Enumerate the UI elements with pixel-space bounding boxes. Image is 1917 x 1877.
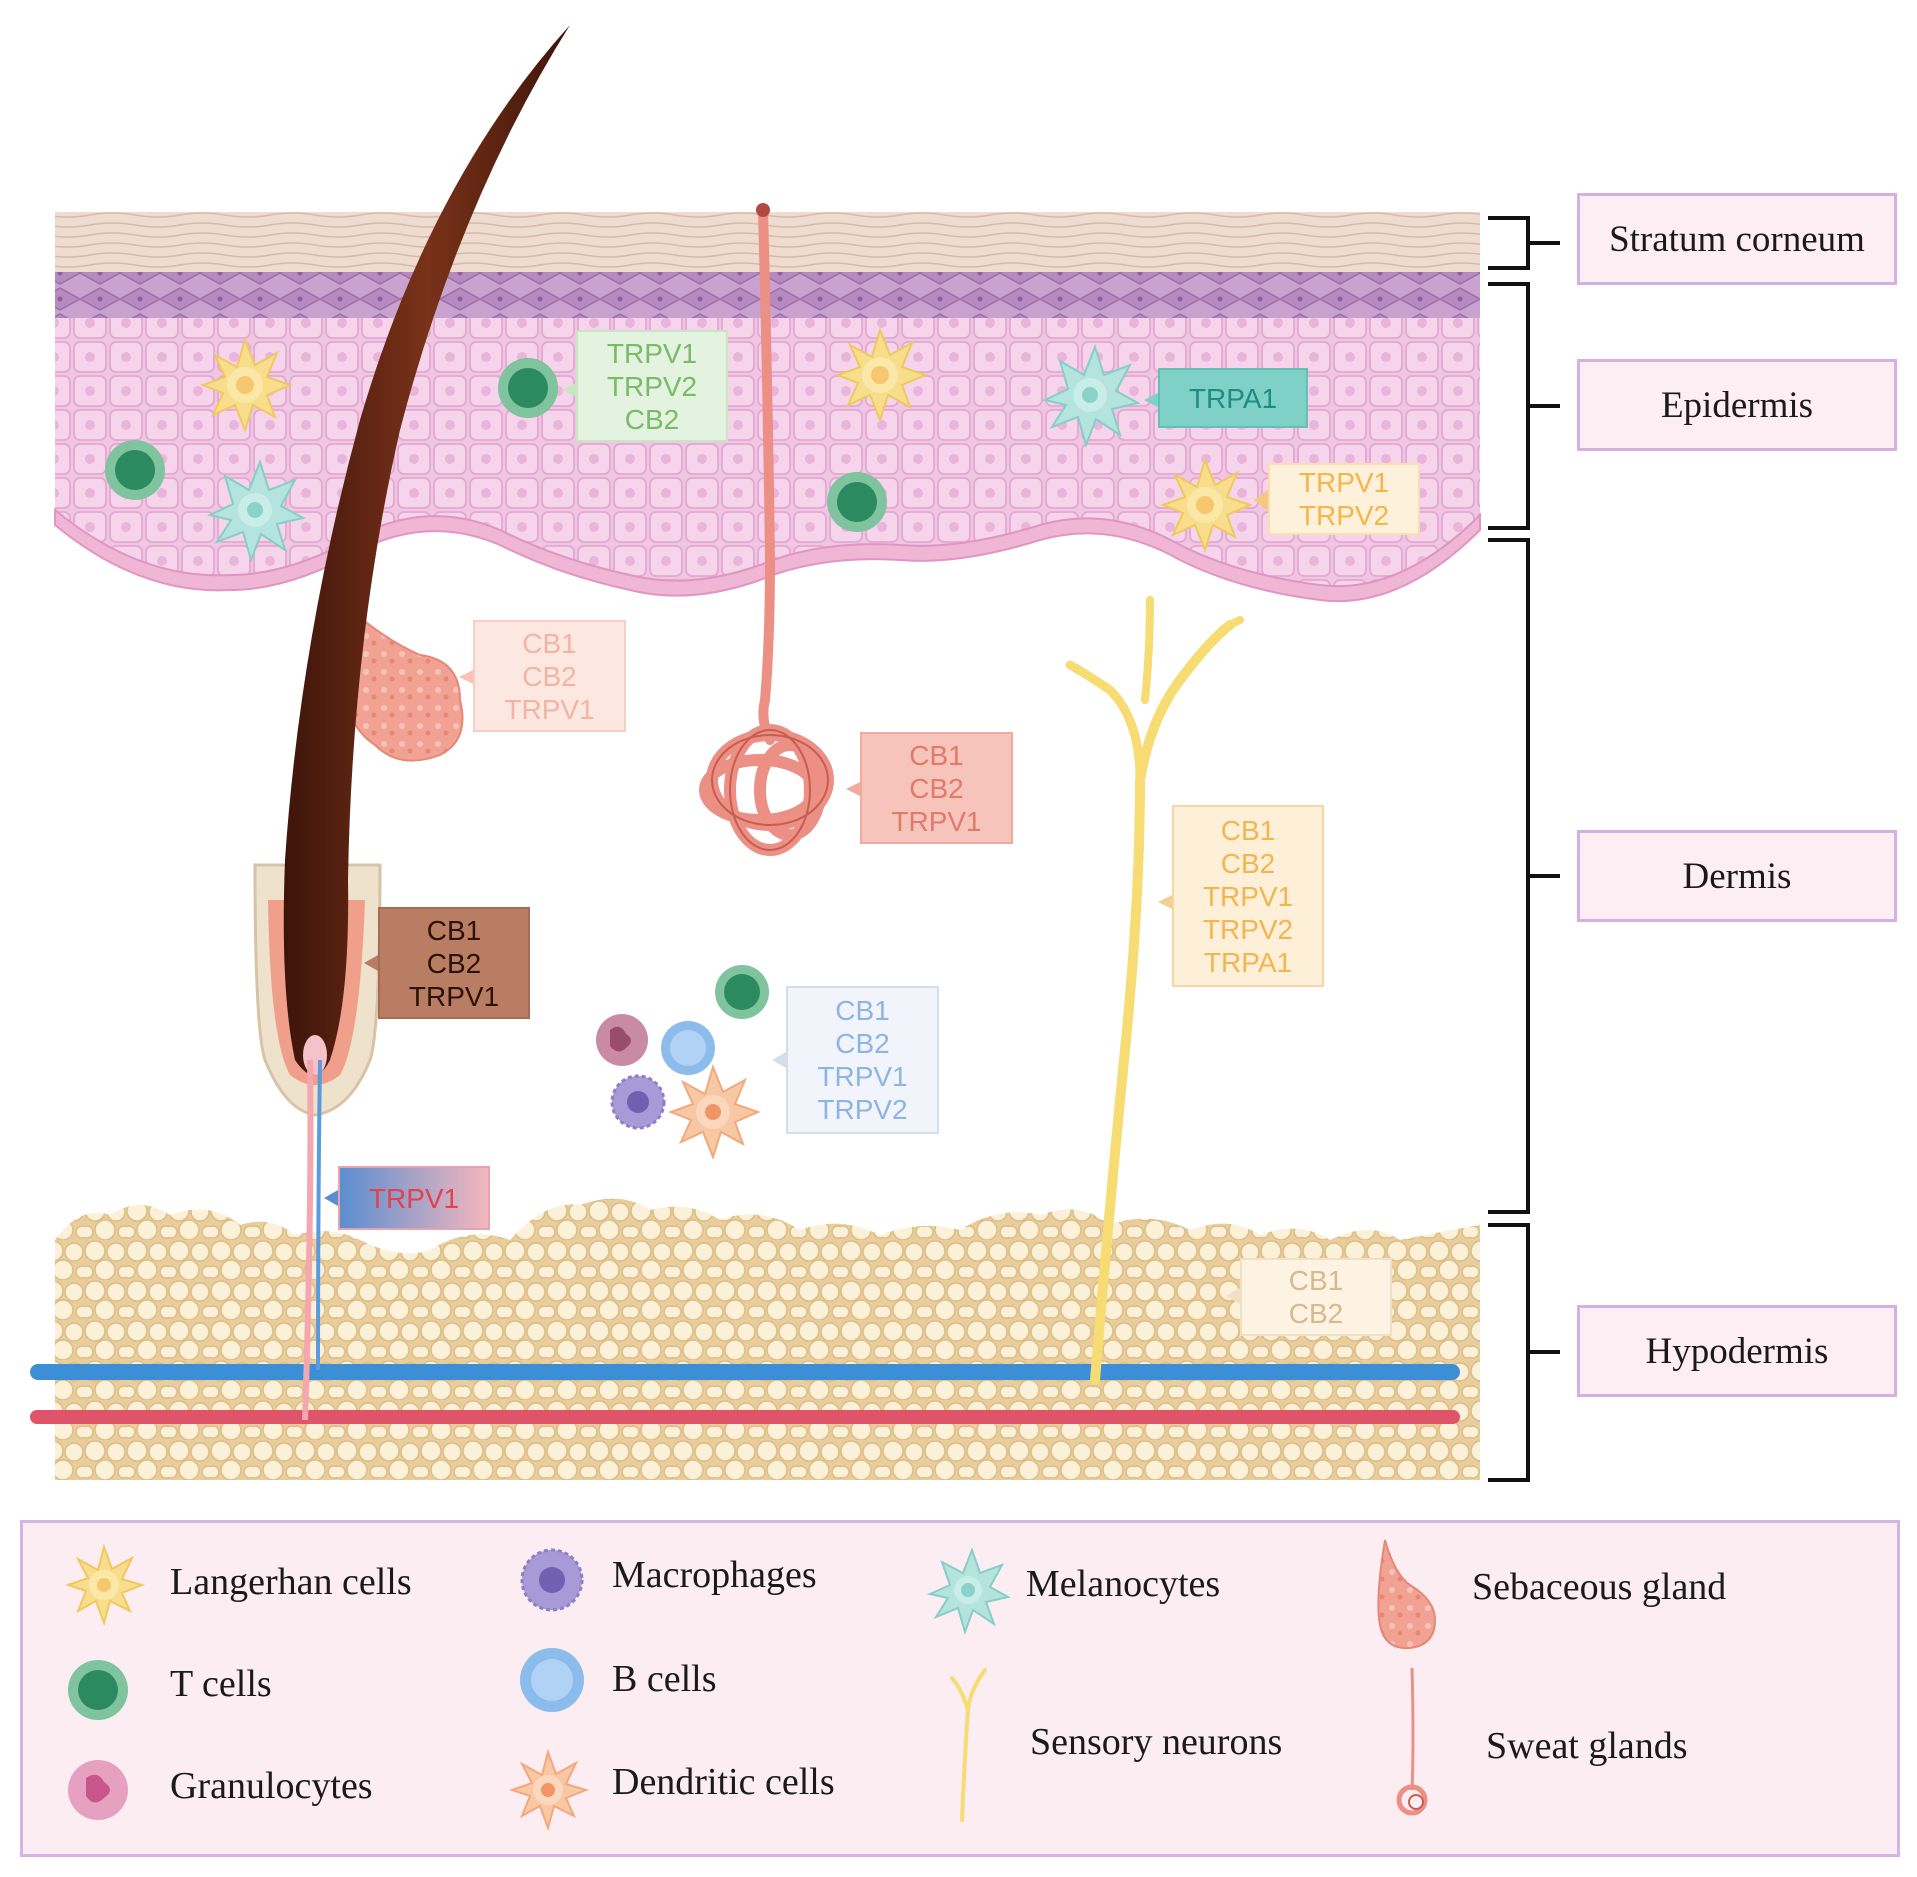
receptor-tag-adipocytes: CB1 CB2	[1240, 1258, 1392, 1336]
b-cell	[661, 1021, 715, 1075]
sensory-neuron	[1065, 596, 1244, 1385]
layer-label-hypodermis: Hypodermis	[1577, 1305, 1897, 1397]
dermal-papilla	[303, 1035, 327, 1075]
receptor-label: TRPV2	[606, 370, 698, 402]
legend-label-sweat-glands: Sweat glands	[1486, 1725, 1688, 1767]
dendritic-cell	[668, 1063, 761, 1160]
legend-label-langerhan-cells: Langerhan cells	[170, 1561, 412, 1603]
t-cell	[827, 472, 887, 532]
receptor-label: CB2	[426, 947, 482, 979]
langerhans-cell	[200, 336, 293, 433]
receptor-label: CB2	[522, 660, 577, 692]
receptor-tag-vessel-nerve: TRPV1	[338, 1166, 490, 1230]
receptor-tag-sensory-neuron: CB1 CB2 TRPV1 TRPV2 TRPA1	[1172, 805, 1324, 987]
receptor-label: CB1	[1288, 1265, 1344, 1296]
receptor-label: TRPV1	[891, 805, 982, 837]
legend-label-b-cells: B cells	[612, 1658, 717, 1700]
receptor-label: CB2	[624, 403, 680, 435]
layer-label-epidermis: Epidermis	[1577, 359, 1897, 451]
receptor-label: TRPV2	[1298, 500, 1390, 531]
macrophage-cell	[610, 1074, 666, 1130]
legend-label-granulocytes: Granulocytes	[170, 1765, 373, 1807]
follicle-nerve-vessel	[302, 1059, 322, 1421]
receptor-label: CB2	[1220, 847, 1276, 879]
t-cell	[498, 358, 558, 418]
langerhans-cell	[1160, 456, 1253, 553]
receptor-label: CB2	[1288, 1298, 1344, 1329]
legend-label-dendritic-cells: Dendritic cells	[612, 1761, 835, 1803]
hair-shaft	[283, 25, 570, 1075]
receptor-tag-hair-follicle: CB1 CB2 TRPV1	[378, 907, 530, 1019]
receptor-label: TRPA1	[1203, 946, 1293, 978]
layer-label-stratum-corneum: Stratum corneum	[1577, 193, 1897, 285]
legend-label-t-cells: T cells	[170, 1663, 272, 1705]
receptor-label: CB1	[522, 627, 577, 659]
receptor-label: TRPV2	[1202, 913, 1294, 945]
receptor-label: CB1	[426, 914, 482, 946]
t-cell	[715, 965, 769, 1019]
receptor-label: CB1	[909, 739, 964, 771]
legend-label-melanocytes: Melanocytes	[1026, 1563, 1221, 1605]
receptor-label: TRPA1	[1188, 382, 1278, 414]
receptor-label: TRPV1	[408, 980, 500, 1012]
layer-brackets	[1488, 216, 1560, 1482]
receptor-label: TRPV2	[817, 1094, 908, 1125]
layer-label-dermis: Dermis	[1577, 830, 1897, 922]
receptor-label: TRPV1	[1298, 467, 1390, 498]
melanocyte-cell	[207, 459, 306, 564]
receptor-label: CB2	[909, 772, 964, 804]
vein-vessel	[30, 1364, 1460, 1380]
hypodermis-layer	[55, 1198, 1480, 1480]
langerhans-cell	[835, 326, 928, 423]
receptor-label: TRPV1	[606, 337, 698, 369]
artery-vessel	[30, 1410, 1460, 1424]
tag-pointers	[324, 383, 1268, 1304]
receptor-tag-immune-cells: CB1 CB2 TRPV1 TRPV2	[786, 986, 939, 1134]
receptor-tag-melanocyte: TRPA1	[1158, 368, 1308, 428]
receptor-tag-langerhans: TRPV1 TRPV2	[1268, 463, 1420, 535]
receptor-label: TRPV1	[504, 693, 595, 725]
melanocyte-cell	[1042, 344, 1141, 449]
t-cell	[105, 440, 165, 500]
receptor-label: TRPV1	[817, 1061, 908, 1092]
receptor-tag-sebaceous: CB1 CB2 TRPV1	[473, 620, 626, 732]
legend-label-macrophages: Macrophages	[612, 1554, 817, 1596]
receptor-tag-tcell: TRPV1 TRPV2 CB2	[576, 330, 728, 442]
receptor-label: CB1	[835, 995, 890, 1026]
legend-label-sebaceous-gland: Sebaceous gland	[1472, 1566, 1727, 1608]
sweat-gland	[699, 203, 834, 856]
receptor-tag-sweat-gland: CB1 CB2 TRPV1	[860, 732, 1013, 844]
receptor-label: CB1	[1220, 814, 1276, 846]
receptor-label: TRPV1	[1202, 880, 1294, 912]
receptor-label: TRPV1	[368, 1182, 460, 1214]
granulocyte-cell	[596, 1014, 648, 1066]
legend-label-sensory-neurons: Sensory neurons	[1030, 1721, 1283, 1763]
receptor-label: CB2	[835, 1028, 890, 1059]
